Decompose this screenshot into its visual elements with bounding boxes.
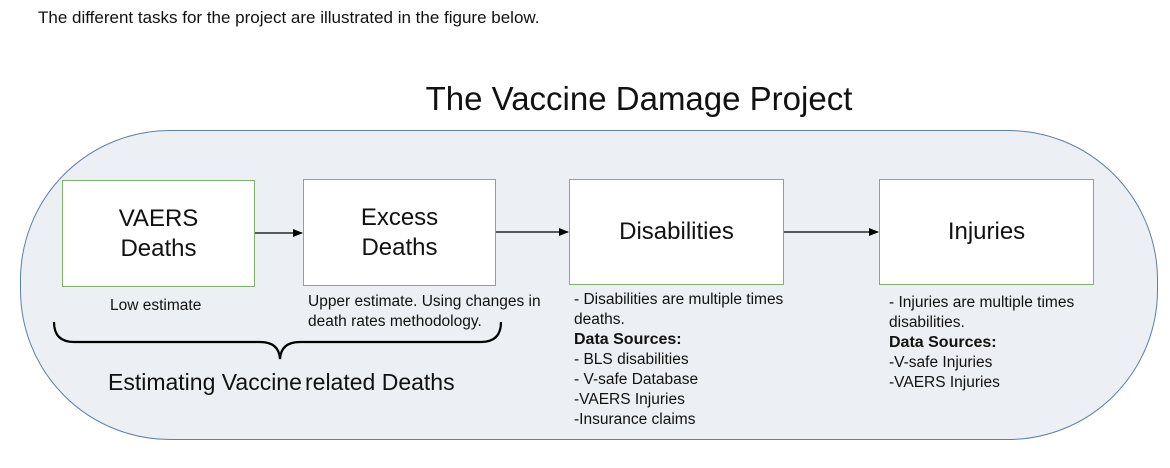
injuries-sources-title: Data Sources: <box>889 334 997 351</box>
note-injuries: - Injuries are multiple times disabiliti… <box>889 293 1119 393</box>
box-injuries: Injuries <box>879 179 1094 285</box>
box-vaers-deaths: VAERS Deaths <box>62 180 255 287</box>
box-disabilities: Disabilities <box>569 179 784 285</box>
brace-caption-right: related Deaths <box>305 369 455 395</box>
brace <box>52 321 503 360</box>
disabilities-source-item: -VAERS Injuries <box>574 391 685 408</box>
note-upper-estimate: Upper estimate. Using changes in death r… <box>308 293 541 330</box>
intro-text: The different tasks for the project are … <box>38 8 540 27</box>
injuries-source-item: -V-safe Injuries <box>889 354 993 371</box>
injuries-summary: - Injuries are multiple times disabiliti… <box>889 294 1075 331</box>
injuries-source-item: -VAERS Injuries <box>889 374 1000 391</box>
disabilities-sources-title: Data Sources: <box>574 331 682 348</box>
diagram-title: The Vaccine Damage Project <box>425 80 853 117</box>
disabilities-summary: - Disabilities are multiple times deaths… <box>574 291 784 328</box>
box-excess-deaths: Excess Deaths <box>303 179 496 286</box>
note-low-estimate: Low estimate <box>110 297 202 314</box>
disabilities-source-item: - V-safe Database <box>574 371 699 388</box>
brace-caption-left: Estimating Vaccine <box>108 369 302 395</box>
note-disabilities: - Disabilities are multiple times deaths… <box>574 290 824 430</box>
disabilities-source-item: -Insurance claims <box>574 411 696 428</box>
disabilities-source-item: - BLS disabilities <box>574 351 689 368</box>
